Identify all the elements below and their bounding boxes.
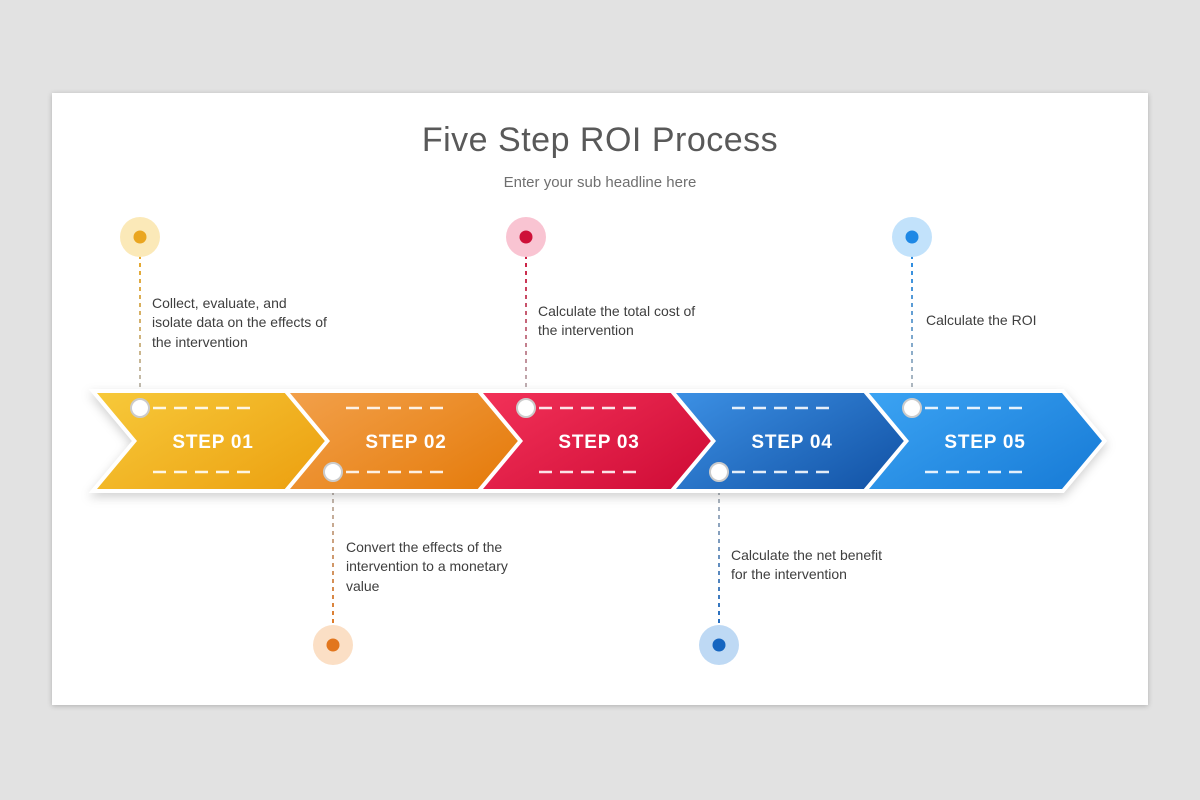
step-dot-step-3: [519, 230, 533, 244]
chevron-step-1: STEP 01: [88, 389, 336, 493]
step-description-4: Calculate the net benefit for the interv…: [731, 547, 882, 583]
step-dot-step-1: [133, 230, 147, 244]
step-label-2: STEP 02: [365, 432, 446, 453]
step-label-1: STEP 01: [172, 432, 253, 453]
step-dot-step-5: [905, 230, 919, 244]
marker-dot-step-3: [516, 398, 536, 418]
chevron-step-3: STEP 03: [474, 389, 722, 493]
page-title: Five Step ROI Process: [421, 121, 779, 159]
step-5-node: [892, 217, 932, 257]
step-dot-step-2: [326, 638, 340, 652]
step-1-node: [120, 217, 160, 257]
step-dot-step-4: [712, 638, 726, 652]
step-description-3: Calculate the total cost of the interven…: [538, 303, 696, 339]
chevron-step-5: STEP 05: [860, 389, 1108, 493]
step-label-4: STEP 04: [751, 432, 832, 453]
chevron-arrow-row: STEP 01 STEP 02 STEP 03 ST: [88, 389, 1108, 493]
step-description-2: Convert the effects of the intervention …: [346, 539, 508, 594]
marker-dot-step-5: [902, 398, 922, 418]
step-3-node: [506, 217, 546, 257]
marker-dot-step-1: [130, 398, 150, 418]
chevron-step-4: STEP 04: [667, 389, 915, 493]
step-description-1: Collect, evaluate, and isolate data on t…: [152, 295, 327, 350]
step-4-node: [699, 625, 739, 665]
chevron-step-2: STEP 02: [281, 389, 529, 493]
step-description-5: Calculate the ROI: [926, 312, 1037, 328]
page-subtitle: Enter your sub headline here: [503, 174, 697, 191]
step-label-3: STEP 03: [558, 432, 639, 453]
marker-dot-step-2: [323, 462, 343, 482]
step-2-node: [313, 625, 353, 665]
marker-dot-step-4: [709, 462, 729, 482]
step-label-5: STEP 05: [944, 432, 1025, 453]
